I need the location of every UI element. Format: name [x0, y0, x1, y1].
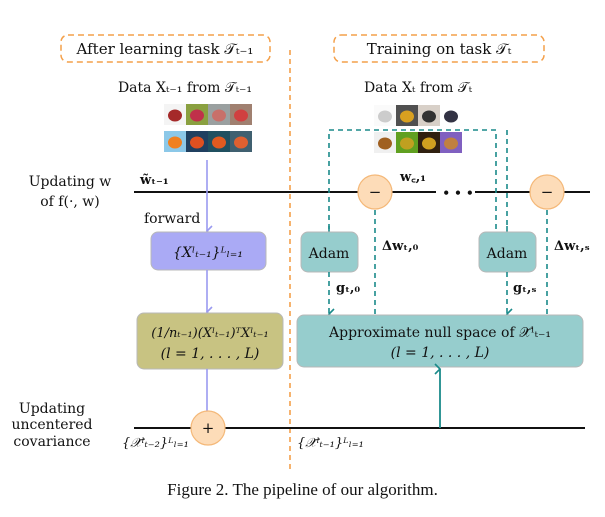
- gs-label: gₜ,ₛ: [513, 281, 537, 296]
- thumbnail-subject: [400, 110, 414, 123]
- header-right-frame: [333, 34, 545, 63]
- thumbnail-subject: [190, 136, 204, 149]
- header-left: After learning task 𝒯ₜ₋₁: [60, 34, 271, 63]
- minus-node-0: −: [357, 174, 393, 210]
- figure-caption: Figure 2. The pipeline of our algorithm.: [167, 480, 438, 499]
- thumbnail-subject: [212, 136, 226, 149]
- thumbnail-subject: [168, 136, 182, 149]
- covariance-box-line1: (1/nₜ₋₁)(Xˡₜ₋₁)ᵀXˡₜ₋₁: [151, 326, 268, 341]
- minus-node-0-circle: [357, 174, 393, 210]
- pipeline-diagram: After learning task 𝒯ₜ₋₁ Training on tas…: [11, 34, 590, 470]
- g0-label: gₜ,₀: [336, 281, 360, 296]
- thumbnail-subject: [234, 109, 248, 122]
- thumbnail-subject: [190, 109, 204, 122]
- cov-left-label: {𝒳̄ˡₜ₋₂}ᴸₗ₌₁: [122, 436, 189, 451]
- row-label-cov-3: covariance: [13, 434, 90, 450]
- thumbnail-subject: [168, 109, 182, 122]
- cov-right-label: {𝒳̄ˡₜ₋₁}ᴸₗ₌₁: [297, 436, 364, 451]
- row-label-cov-1: Updating: [19, 401, 85, 417]
- row-label-weights-1: Updating w: [29, 174, 112, 190]
- delta-ws-label: Δwₜ,ₛ: [554, 239, 590, 254]
- null-space-line1: Approximate null space of 𝒳̄ˡₜ₋₁: [328, 325, 551, 341]
- minus-icon: −: [369, 183, 382, 201]
- ellipsis: • • •: [442, 186, 473, 200]
- covariance-box-line2: (l = 1, . . . , L): [161, 346, 260, 362]
- thumbnail-subject: [212, 109, 226, 122]
- thumbnail-subject: [234, 136, 248, 149]
- covariance-box: [136, 312, 284, 370]
- thumbnail-subject: [422, 110, 436, 123]
- thumbnail-subject: [400, 137, 414, 150]
- data-label-right: Data Xₜ from 𝒯ₜ: [364, 80, 473, 96]
- adam-label-s: Adam: [486, 246, 528, 262]
- thumbnail-subject: [444, 110, 458, 123]
- minus-icon: −: [541, 183, 554, 201]
- minus-node-s-circle: [529, 174, 565, 210]
- header-left-frame: [60, 34, 271, 63]
- row-label-weights-2: of f(·, w): [40, 194, 100, 210]
- plus-node-circle: [190, 410, 226, 446]
- forward-label: forward: [144, 211, 200, 227]
- minus-node-s: −: [529, 174, 565, 210]
- thumbnail-subject: [422, 137, 436, 150]
- thumbnail-subject: [444, 137, 458, 150]
- null-space-line2: (l = 1, . . . , L): [391, 345, 490, 361]
- delta-w0-label: Δwₜ,₀: [382, 239, 419, 254]
- features-box: [150, 231, 267, 271]
- w-tilde-label: w̃ₜ₋₁: [139, 173, 169, 188]
- image-grid-left: [164, 104, 252, 152]
- features-box-text: {Xˡₜ₋₁}ᴸₗ₌₁: [173, 245, 243, 261]
- plus-icon: +: [202, 419, 215, 437]
- header-left-text: After learning task 𝒯ₜ₋₁: [76, 40, 254, 58]
- w-c1-label: w꜀,₁: [399, 170, 426, 185]
- data-to-adam-dashed-path: [328, 129, 497, 238]
- data-label-left: Data Xₜ₋₁ from 𝒯ₜ₋₁: [118, 80, 252, 96]
- header-right: Training on task 𝒯ₜ: [333, 34, 545, 63]
- thumbnail-subject: [378, 137, 392, 150]
- thumbnail-subject: [378, 110, 392, 123]
- adam-label-0: Adam: [308, 246, 350, 262]
- header-right-text: Training on task 𝒯ₜ: [367, 40, 512, 58]
- image-grid-right: [374, 105, 462, 153]
- row-label-cov-2: uncentered: [11, 417, 92, 433]
- plus-node: +: [190, 410, 226, 446]
